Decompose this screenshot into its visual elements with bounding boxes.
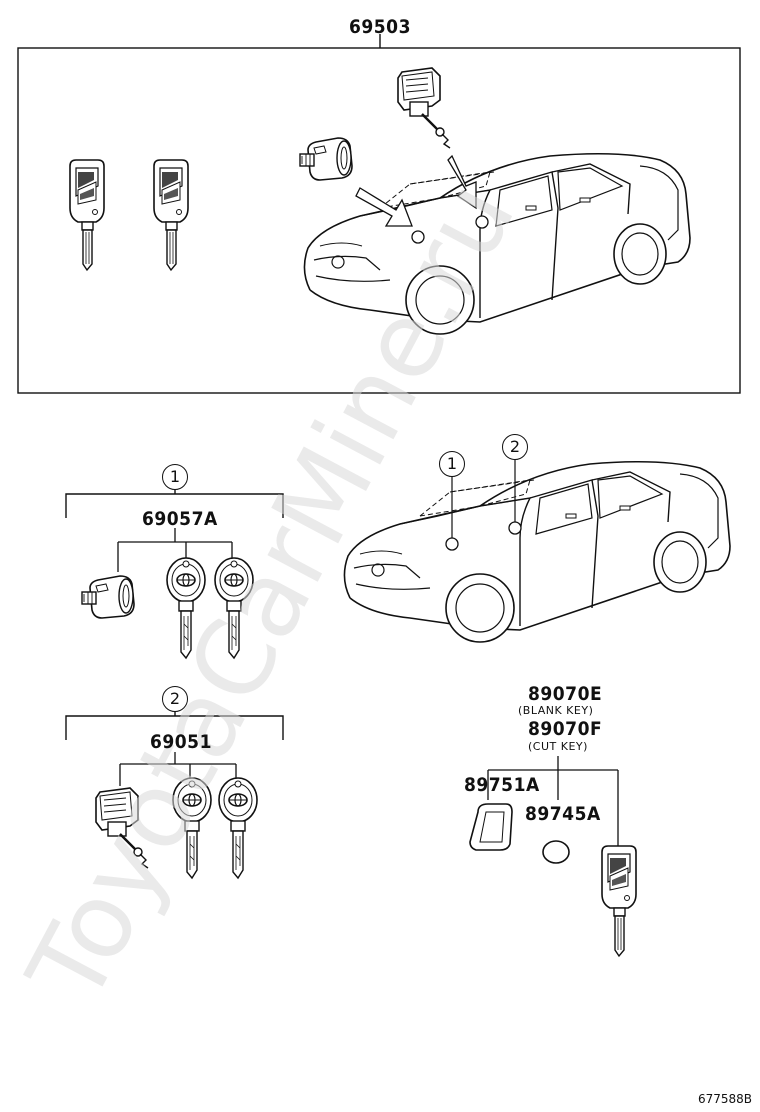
group2-tree [119,752,237,786]
arrow-door-top [355,187,413,227]
key-g2-2 [218,777,258,879]
car-marker-2: 2 [502,434,528,460]
group2-marker: 2 [162,686,188,712]
key-g1-1 [166,557,206,659]
note-blank-key: (BLANK KEY) [518,704,594,717]
remote-key-bottom [601,845,637,957]
door-cylinder-g1 [81,575,135,619]
hole-1-middle [445,537,459,551]
part-label-69051: 69051 [150,731,212,753]
figure-code: 677588B [698,1092,753,1106]
door-cylinder-top [299,137,353,181]
group1-bracket [65,493,284,518]
top-assembly-box [17,47,741,394]
battery [542,840,570,864]
part-label-89745A: 89745A [525,803,601,825]
part-label-69503: 69503 [349,16,411,38]
hole-ignition-top [475,215,489,229]
arrow-ignition-top [447,154,477,210]
part-label-89751A: 89751A [464,774,540,796]
remote-key-1 [69,159,105,271]
remote-key-2 [153,159,189,271]
key-g2-1 [172,777,212,879]
key-parts-tree [487,756,619,846]
part-label-89070F: 89070F [528,718,603,740]
car-marker-1: 1 [439,451,465,477]
group1-marker: 1 [162,464,188,490]
ignition-lock-top [396,66,452,150]
part-label-89070E: 89070E [528,683,603,705]
car-middle [343,460,731,643]
hole-door-top [411,230,425,244]
note-cut-key: (CUT KEY) [528,740,588,753]
group1-tree [117,528,233,572]
key-g1-2 [214,557,254,659]
hole-2-middle [508,521,522,535]
part-label-69057A: 69057A [142,508,218,530]
car-top [303,152,691,335]
group2-bracket [65,715,284,740]
ignition-lock-g2 [94,786,150,870]
